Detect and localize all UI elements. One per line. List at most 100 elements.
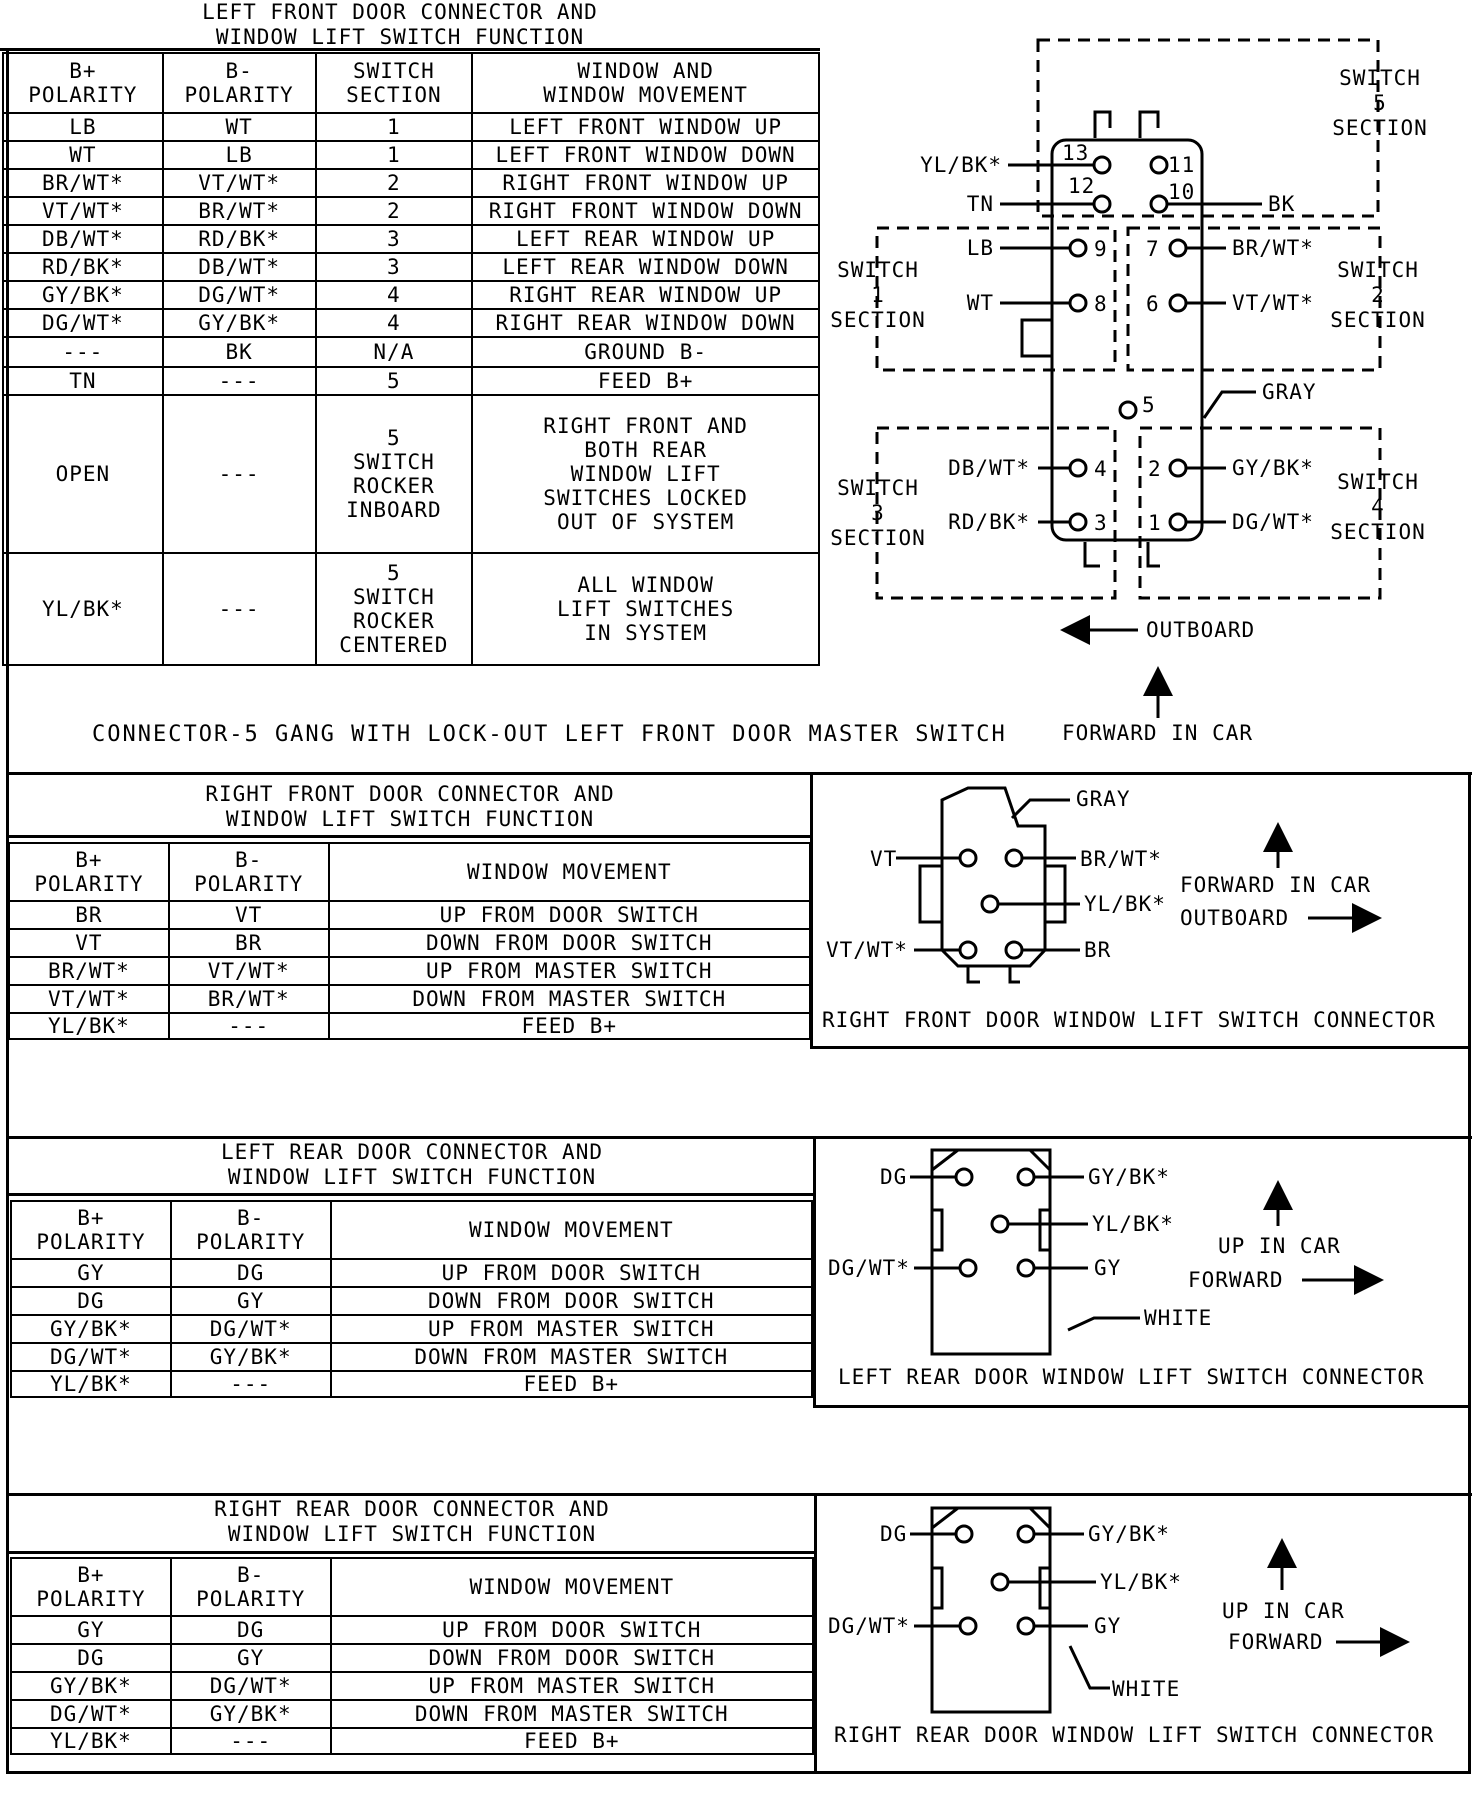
lf-switch-3-section-label: SWITCH 3 SECTION bbox=[830, 476, 926, 550]
lr-table-cell: --- bbox=[169, 1370, 332, 1398]
rf-title: RIGHT FRONT DOOR CONNECTOR AND WINDOW LI… bbox=[205, 782, 615, 831]
rr-table-cell: GY bbox=[10, 1615, 172, 1645]
lr-wire-dg-wt: DG/WT* bbox=[828, 1256, 910, 1280]
frame-bottom-line bbox=[6, 1771, 1471, 1774]
rr-table-cell: DG bbox=[169, 1615, 332, 1645]
lf-table-cell: BR/WT* bbox=[161, 196, 317, 226]
lr-table-cell: DOWN FROM MASTER SWITCH bbox=[329, 1342, 814, 1372]
pin-9 bbox=[1068, 238, 1088, 258]
pin-7 bbox=[1168, 238, 1188, 258]
frame-divider-1 bbox=[6, 772, 1472, 775]
lf-caption: CONNECTOR-5 GANG WITH LOCK-OUT LEFT FRON… bbox=[92, 722, 1007, 747]
lf-table-cell: 5 bbox=[314, 366, 474, 396]
lr-dir-forward: FORWARD bbox=[1188, 1268, 1284, 1292]
lr-title: LEFT REAR DOOR CONNECTOR AND WINDOW LIFT… bbox=[220, 1140, 603, 1189]
lr-title-rule bbox=[6, 1193, 813, 1196]
lr-header-cell: B- POLARITY bbox=[169, 1200, 332, 1260]
lf-table-cell: LB bbox=[161, 140, 317, 170]
rr-table-cell: GY/BK* bbox=[169, 1699, 332, 1729]
rf-table-cell: --- bbox=[167, 1012, 330, 1040]
rr-header-cell: B- POLARITY bbox=[169, 1557, 332, 1617]
lr-wire-white: WHITE bbox=[1144, 1306, 1212, 1330]
rf-table-cell: BR/WT* bbox=[8, 956, 170, 986]
lr-dir-up: UP IN CAR bbox=[1218, 1234, 1341, 1258]
rf-wire-gray: GRAY bbox=[1076, 787, 1131, 811]
rf-wire-vt-wt: VT/WT* bbox=[826, 938, 908, 962]
table-row: YL/BK*---FEED B+ bbox=[10, 1370, 814, 1398]
lf-header-cell: B- POLARITY bbox=[161, 52, 317, 114]
lf-table-cell: TN bbox=[2, 366, 164, 396]
rf-dir-outboard: OUTBOARD bbox=[1180, 906, 1289, 930]
lf-forward-label: FORWARD IN CAR bbox=[1062, 721, 1253, 745]
rr-table-cell: DOWN FROM DOOR SWITCH bbox=[329, 1643, 815, 1673]
lf-header-cell: WINDOW AND WINDOW MOVEMENT bbox=[471, 52, 820, 114]
lr-table-cell: FEED B+ bbox=[329, 1370, 814, 1398]
rf-table-cell: UP FROM DOOR SWITCH bbox=[327, 900, 812, 930]
lf-switch-2-section-label: SWITCH 2 SECTION bbox=[1330, 258, 1426, 332]
rr-table-cell: YL/BK* bbox=[10, 1727, 172, 1755]
rr-panel-divider bbox=[814, 1493, 817, 1773]
lf-table-cell: LEFT REAR WINDOW UP bbox=[471, 224, 820, 254]
lf-table-cell: 2 bbox=[314, 196, 474, 226]
table-row: YL/BK*---FEED B+ bbox=[8, 1012, 812, 1040]
lf-wire-rd-bk: RD/BK* bbox=[948, 510, 1030, 534]
lf-wire-bk: BK bbox=[1268, 192, 1295, 216]
rr-table-cell: GY/BK* bbox=[10, 1671, 172, 1701]
rr-table-cell: DOWN FROM MASTER SWITCH bbox=[329, 1699, 815, 1729]
lf-table-cell: YL/BK* bbox=[2, 552, 164, 666]
lr-wire-dg: DG bbox=[880, 1165, 907, 1189]
lf-wire-vt-wt: VT/WT* bbox=[1232, 291, 1314, 315]
lf-table-cell: 2 bbox=[314, 168, 474, 198]
lf-table-cell: 4 bbox=[314, 280, 474, 310]
rr-title: RIGHT REAR DOOR CONNECTOR AND WINDOW LIF… bbox=[214, 1497, 610, 1546]
lf-pin-label-12: 12 bbox=[1068, 174, 1095, 198]
pin-13 bbox=[1092, 155, 1112, 175]
lf-table-cell: RIGHT FRONT WINDOW UP bbox=[471, 168, 820, 198]
rf-wire-br-wt: BR/WT* bbox=[1080, 847, 1162, 871]
lf-pin-label-6: 6 bbox=[1146, 292, 1160, 316]
rf-panel-bottom bbox=[810, 1046, 1470, 1049]
lf-table-cell: WT bbox=[161, 112, 317, 142]
lf-table-cell: WT bbox=[2, 140, 164, 170]
rr-table-cell: UP FROM MASTER SWITCH bbox=[329, 1671, 815, 1701]
lr-table-cell: GY/BK* bbox=[10, 1314, 172, 1344]
lf-pin-label-4: 4 bbox=[1094, 457, 1108, 481]
lr-connector-labels: DG GY/BK* YL/BK* DG/WT* GY WHITE UP IN C… bbox=[828, 1165, 1424, 1389]
frame-top-line bbox=[0, 48, 820, 51]
lf-pin-label-11: 11 bbox=[1168, 153, 1195, 177]
lf-table-cell: GROUND B- bbox=[471, 336, 820, 368]
frame-right-line bbox=[1468, 772, 1471, 1772]
lr-table-cell: DG/WT* bbox=[169, 1314, 332, 1344]
lr-table-cell: GY/BK* bbox=[169, 1342, 332, 1372]
lr-wire-gy: GY bbox=[1094, 1256, 1121, 1280]
lf-table-cell: DG/WT* bbox=[2, 308, 164, 338]
frame-divider-3 bbox=[6, 1493, 1472, 1496]
lf-pin-label-3: 3 bbox=[1094, 511, 1108, 535]
rf-table-cell: BR bbox=[167, 928, 330, 958]
lf-wire-gray: GRAY bbox=[1262, 380, 1317, 404]
rr-connector-diagram bbox=[910, 1506, 1410, 1714]
rr-wire-white: WHITE bbox=[1112, 1677, 1180, 1701]
table-row: YL/BK*---FEED B+ bbox=[10, 1727, 815, 1755]
lf-wire-gy-bk: GY/BK* bbox=[1232, 456, 1314, 480]
lf-table-cell: DG/WT* bbox=[161, 280, 317, 310]
pin-4 bbox=[1068, 458, 1088, 478]
lr-header-cell: B+ POLARITY bbox=[10, 1200, 172, 1260]
switch-5-section-box bbox=[1036, 38, 1380, 218]
rr-table-cell: GY bbox=[169, 1643, 332, 1673]
lf-table-cell: 3 bbox=[314, 252, 474, 282]
rf-header-cell: B- POLARITY bbox=[167, 842, 330, 902]
lf-connector-diagram bbox=[875, 38, 1382, 718]
